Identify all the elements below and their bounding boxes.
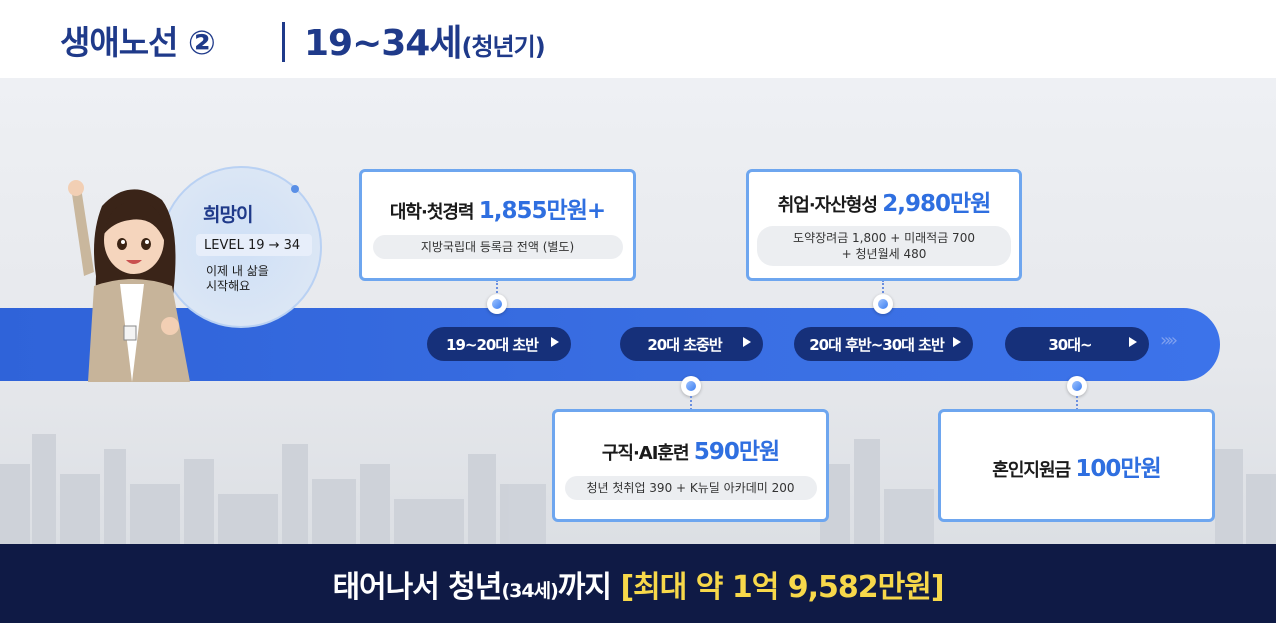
connector-pin-icon [1067, 376, 1087, 396]
connector-line [882, 280, 884, 296]
card-label: 구직·AI훈련 [601, 442, 690, 464]
title-divider [282, 22, 285, 62]
benefit-card-university: 대학·첫경력 1,855만원+ 지방국립대 등록금 전액 (별도) [359, 169, 636, 281]
character-message: 이제 내 삶을 시작해요 [206, 264, 296, 294]
stage-pill-3: 20대 후반~30대 초반 [794, 327, 973, 361]
connector-pin-icon [681, 376, 701, 396]
connector-pin-icon [873, 294, 893, 314]
card-detail-line: 지방국립대 등록금 전액 (별도) [420, 240, 575, 254]
stage-pill-2: 20대 초중반 [620, 327, 763, 361]
card-amount: 2,980만원 [882, 191, 991, 217]
card-title: 혼인지원금 100만원 [992, 449, 1161, 483]
card-label: 취업·자산형성 [777, 195, 878, 216]
benefit-card-marriage: 혼인지원금 100만원 [938, 409, 1215, 522]
card-label: 혼인지원금 [992, 459, 1071, 481]
triangle-right-icon [743, 337, 751, 347]
card-amount: 1,855만원+ [478, 198, 606, 224]
stage-label: 20대 후반~30대 초반 [809, 335, 945, 354]
summary-text: 태어나서 청년(34세)까지 [최대 약 1억 9,582만원] [332, 562, 944, 606]
connector-pin-icon [487, 294, 507, 314]
summary-age: (34세) [501, 579, 558, 602]
band-arrow-decoration: »» [1160, 330, 1178, 351]
age-range-sub: (청년기) [461, 33, 545, 61]
stage-label: 19~20대 초반 [446, 335, 539, 354]
benefit-card-employment-assets: 취업·자산형성 2,980만원 도약장려금 1,800 + 미래적금 700 +… [746, 169, 1022, 281]
card-detail: 도약장려금 1,800 + 미래적금 700 + 청년월세 480 [757, 226, 1011, 266]
character-illustration [68, 180, 190, 382]
page-header: 생애노선 ② 19~34세(청년기) [0, 0, 1276, 78]
triangle-right-icon [1129, 337, 1137, 347]
card-amount: 100만원 [1075, 455, 1161, 482]
badge-dot-icon [291, 185, 299, 193]
connector-line [1076, 396, 1078, 410]
summary-tail: 까지 [557, 569, 612, 605]
character-level: LEVEL 19 → 34 [196, 234, 312, 256]
connector-line [690, 396, 692, 410]
card-title: 구직·AI훈련 590만원 [601, 432, 780, 466]
card-detail: 청년 첫취업 390 + K뉴딜 아카데미 200 [564, 475, 817, 500]
stage-pill-1: 19~20대 초반 [427, 327, 571, 361]
card-detail-line: + 청년월세 480 [841, 247, 927, 261]
age-range-main: 19~34세 [304, 23, 462, 64]
summary-total-highlight: [최대 약 1억 9,582만원] [620, 569, 944, 605]
page-title: 생애노선 ② [60, 23, 216, 62]
card-detail-line: 도약장려금 1,800 + 미래적금 700 [793, 231, 975, 245]
card-detail-line: 청년 첫취업 390 + K뉴딜 아카데미 200 [586, 480, 795, 495]
stage-pill-4: 30대~ [1005, 327, 1149, 361]
stage-label: 20대 초중반 [647, 335, 722, 354]
card-label: 대학·첫경력 [389, 202, 475, 223]
triangle-right-icon [953, 337, 961, 347]
benefit-card-job-ai-training: 구직·AI훈련 590만원 청년 첫취업 390 + K뉴딜 아카데미 200 [552, 409, 829, 522]
connector-line [496, 280, 498, 296]
summary-main: 태어나서 청년 [332, 569, 502, 605]
triangle-right-icon [551, 337, 559, 347]
character-message-line: 이제 내 삶을 [206, 264, 269, 278]
summary-footer: 태어나서 청년(34세)까지 [최대 약 1억 9,582만원] [0, 544, 1276, 623]
character-message-line: 시작해요 [206, 279, 251, 293]
card-title: 취업·자산형성 2,980만원 [777, 184, 992, 218]
city-skyline-decoration [0, 434, 1276, 544]
character-name: 희망이 [203, 204, 253, 226]
card-detail: 지방국립대 등록금 전액 (별도) [372, 235, 623, 259]
card-title: 대학·첫경력 1,855만원+ [389, 191, 606, 225]
card-amount: 590만원 [693, 438, 780, 465]
stage-label: 30대~ [1048, 335, 1092, 354]
age-range: 19~34세(청년기) [304, 14, 546, 66]
